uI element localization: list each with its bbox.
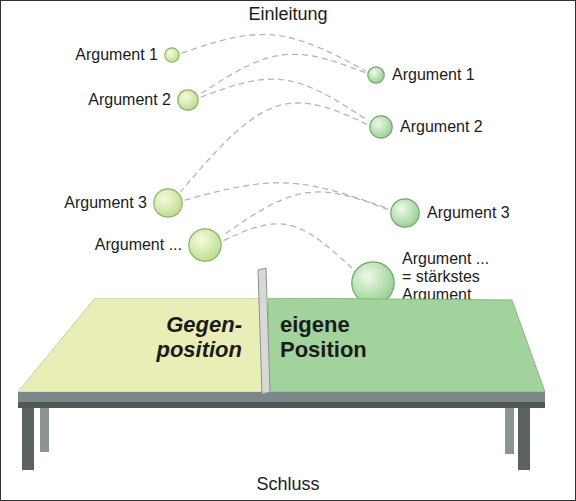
position-label: eigene Position (280, 312, 392, 362)
ball-circle (352, 262, 394, 304)
ball-shape (369, 115, 393, 139)
argument-label: Argument 2 (88, 91, 171, 109)
table-leg (40, 404, 49, 452)
ball-shape (367, 66, 385, 84)
intro-label: Einleitung (0, 4, 576, 25)
table-leg (22, 404, 34, 470)
argument-ball: Argument 3 (153, 188, 183, 218)
argument-label: Argument 3 (427, 204, 510, 222)
ball-circle (368, 67, 384, 83)
conclusion-label: Schluss (0, 474, 576, 495)
position-label: Gegen- position (136, 312, 242, 362)
argument-label: Argument 3 (64, 194, 147, 212)
argument-ball: Argument 3 (390, 198, 420, 228)
label-slot: Argument 1 (392, 66, 475, 84)
argument-label: Argument 1 (75, 46, 158, 64)
argument-ball: Argument 1 (367, 66, 385, 84)
argument-label: Argument ... = stärkstes Argument (402, 250, 494, 304)
ball-trajectory (181, 103, 368, 192)
label-slot: eigene Position (280, 312, 392, 362)
label-slot: Argument ... (95, 236, 182, 254)
table-edge (18, 392, 545, 402)
ball-circle (154, 189, 182, 217)
label-slot: Argument 3 (64, 194, 147, 212)
ball-circle (189, 229, 221, 261)
table-half-shape (18, 298, 262, 392)
label-slot: Argument 2 (400, 118, 483, 136)
ball-shape (153, 188, 183, 218)
ball-trajectory (182, 34, 366, 70)
ball-circle (370, 116, 392, 138)
table-half: Gegen- position (18, 298, 262, 392)
ball-trajectory (185, 183, 389, 209)
ball-shape (390, 198, 420, 228)
table-edge (18, 402, 545, 408)
table-leg (518, 404, 530, 470)
label-slot: Argument 2 (88, 91, 171, 109)
ball-circle (165, 48, 179, 62)
label-slot: Argument 1 (75, 46, 158, 64)
argument-label: Argument ... (95, 236, 182, 254)
label-slot: Gegen- position (136, 312, 242, 362)
ball-circle (391, 199, 419, 227)
argument-label: Argument 2 (400, 118, 483, 136)
ball-shape (188, 228, 222, 262)
ball-shape (164, 47, 180, 63)
ball-trajectory (201, 79, 369, 121)
argument-ball: Argument ... (188, 228, 222, 262)
table-half: eigene Position (268, 298, 545, 392)
ball-trajectory (223, 224, 353, 270)
ball-trajectory (222, 192, 388, 236)
table-leg (505, 404, 514, 454)
ball-shape (177, 89, 199, 111)
table-half-shape (268, 298, 545, 392)
argument-ball: Argument 2 (177, 89, 199, 111)
label-slot: Argument 3 (427, 204, 510, 222)
argument-label: Argument 1 (392, 66, 475, 84)
argument-ball: Argument 1 (164, 47, 180, 63)
label-slot: Argument ... = stärkstes Argument (402, 250, 494, 304)
ball-circle (178, 90, 198, 110)
argument-ball: Argument 2 (369, 115, 393, 139)
